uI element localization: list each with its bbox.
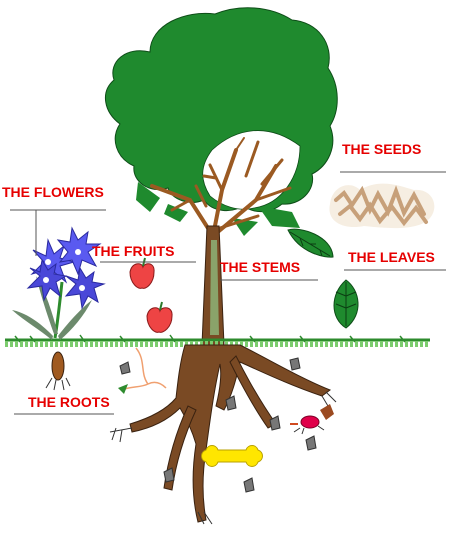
tree-branches [150,137,292,238]
leaf-lower [333,279,359,329]
seeds-illustration [329,183,435,229]
bug [290,404,334,435]
label-the-leaves: THE LEAVES [348,249,435,265]
tree-roots [129,344,332,523]
fruit-apple-lower [146,301,173,333]
label-the-seeds: THE SEEDS [342,141,422,157]
fruit-apple-upper [129,257,155,289]
flower-plant [12,226,106,391]
root-sketch [121,347,167,391]
label-leader-lines [10,171,446,415]
label-the-stems: THE STEMS [220,259,301,275]
bone [201,445,263,467]
ground-line [5,334,430,347]
leaf-upper [287,228,334,258]
tree-canopy [105,7,338,236]
label-the-flowers: THE FLOWERS [2,184,104,200]
rocks [119,357,317,493]
label-the-roots: THE ROOTS [28,394,110,410]
label-the-fruits: THE FRUITS [92,243,175,259]
